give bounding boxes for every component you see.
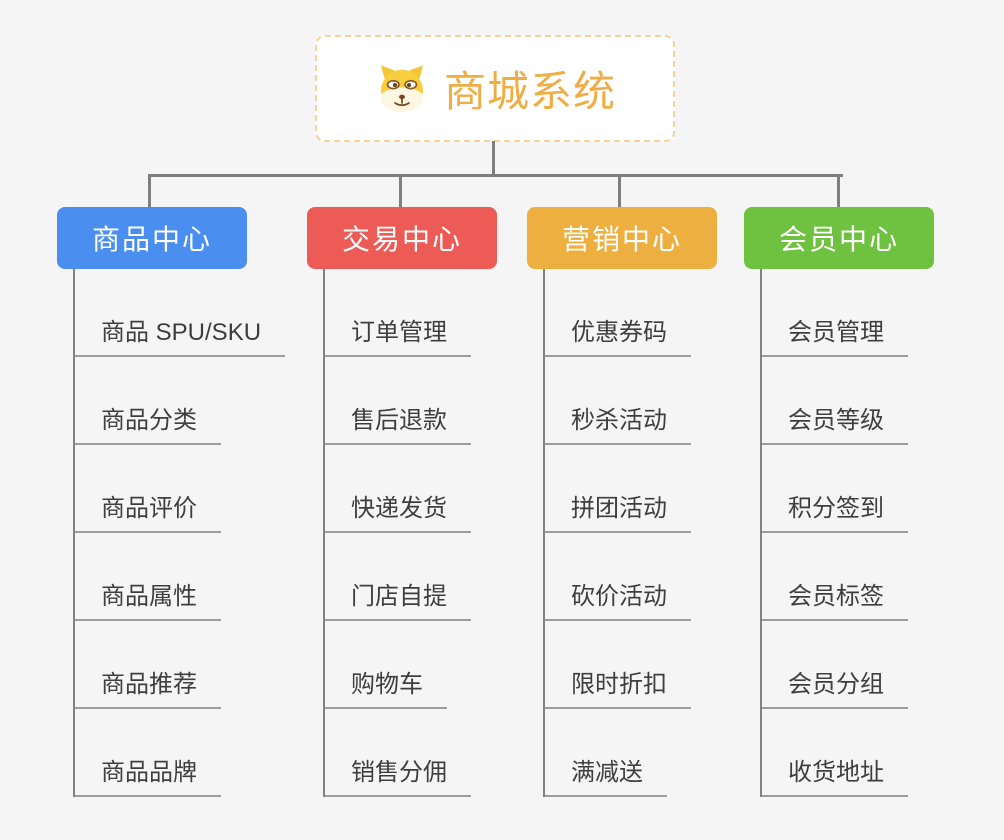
branch-node-label: 商品中心 (91, 224, 212, 255)
branch-item-label[interactable]: 砍价活动 (545, 576, 691, 621)
branch-item-row: 销售分佣 (325, 709, 497, 797)
connector-horizontal (148, 174, 843, 177)
connector-branch-stub (148, 174, 151, 210)
branch-item-row: 售后退款 (325, 357, 497, 445)
branch-item-label[interactable]: 限时折扣 (545, 664, 691, 709)
branch-item-label[interactable]: 商品评价 (75, 488, 221, 533)
branch-item-label[interactable]: 会员标签 (762, 576, 908, 621)
branch-item-list: 商品 SPU/SKU 商品分类商品评价商品属性商品推荐商品品牌 (73, 269, 286, 797)
connector-branch-stub (837, 174, 840, 210)
branch-item-row: 秒杀活动 (545, 357, 717, 445)
branch-item-row: 优惠券码 (545, 269, 717, 357)
branch-item-label[interactable]: 商品 SPU/SKU (75, 312, 286, 357)
branch-item-label[interactable]: 收货地址 (762, 752, 908, 797)
branch-item-row: 限时折扣 (545, 621, 717, 709)
branch-item-row: 会员管理 (762, 269, 934, 357)
branch-column-2: 营销中心 优惠券码秒杀活动拼团活动砍价活动限时折扣满减送 (527, 207, 717, 797)
branch-column-1: 交易中心 订单管理售后退款快递发货门店自提购物车销售分佣 (307, 207, 497, 797)
branch-node[interactable]: 交易中心 (307, 207, 497, 269)
branch-node[interactable]: 营销中心 (527, 207, 717, 269)
branch-item-row: 砍价活动 (545, 533, 717, 621)
branch-item-label[interactable]: 会员分组 (762, 664, 908, 709)
root-node-mall-system[interactable]: 商城系统 (315, 35, 675, 142)
branch-item-row: 商品品牌 (75, 709, 247, 797)
branch-item-label[interactable]: 会员管理 (762, 312, 908, 357)
branch-item-row: 商品属性 (75, 533, 247, 621)
branch-item-label[interactable]: 售后退款 (325, 400, 471, 445)
branch-item-row: 拼团活动 (545, 445, 717, 533)
branch-item-row: 订单管理 (325, 269, 497, 357)
branch-item-row: 购物车 (325, 621, 497, 709)
branch-item-label[interactable]: 商品属性 (75, 576, 221, 621)
branch-column-0: 商品中心 商品 SPU/SKU 商品分类商品评价商品属性商品推荐商品品牌 (57, 207, 286, 797)
branch-item-list: 会员管理会员等级积分签到会员标签会员分组收货地址 (760, 269, 934, 797)
branch-item-row: 商品评价 (75, 445, 247, 533)
branch-item-label[interactable]: 拼团活动 (545, 488, 691, 533)
root-node-title: 商城系统 (443, 68, 616, 115)
branch-item-label[interactable]: 销售分佣 (325, 752, 471, 797)
branch-column-3: 会员中心 会员管理会员等级积分签到会员标签会员分组收货地址 (744, 207, 934, 797)
branch-item-label[interactable]: 门店自提 (325, 576, 471, 621)
branch-item-row: 收货地址 (762, 709, 934, 797)
branch-item-label[interactable]: 秒杀活动 (545, 400, 691, 445)
branch-item-label[interactable]: 优惠券码 (545, 312, 691, 357)
branch-item-row: 快递发货 (325, 445, 497, 533)
branch-item-label[interactable]: 商品品牌 (75, 752, 221, 797)
branch-item-label[interactable]: 积分签到 (762, 488, 908, 533)
branch-item-row: 商品 SPU/SKU (75, 269, 286, 357)
branch-node[interactable]: 会员中心 (744, 207, 934, 269)
branch-node[interactable]: 商品中心 (57, 207, 247, 269)
branch-item-list: 优惠券码秒杀活动拼团活动砍价活动限时折扣满减送 (543, 269, 717, 797)
branch-item-label[interactable]: 快递发货 (325, 488, 471, 533)
branch-item-label[interactable]: 订单管理 (325, 312, 471, 357)
branch-item-label[interactable]: 商品分类 (75, 400, 221, 445)
branch-node-label: 交易中心 (341, 224, 462, 255)
branch-item-row: 商品分类 (75, 357, 247, 445)
branch-item-row: 会员分组 (762, 621, 934, 709)
branch-node-label: 营销中心 (561, 224, 682, 255)
connector-branch-stub (618, 174, 621, 210)
branch-item-label[interactable]: 购物车 (325, 664, 447, 709)
connector-branch-stub (399, 174, 402, 210)
branch-item-row: 满减送 (545, 709, 717, 797)
branch-item-row: 会员标签 (762, 533, 934, 621)
branch-node-label: 会员中心 (778, 224, 899, 255)
branch-item-row: 积分签到 (762, 445, 934, 533)
connector-root-stub (492, 141, 495, 176)
branch-item-row: 门店自提 (325, 533, 497, 621)
branch-item-row: 商品推荐 (75, 621, 247, 709)
branch-item-label[interactable]: 商品推荐 (75, 664, 221, 709)
dog-face-icon (380, 64, 423, 112)
branch-item-row: 会员等级 (762, 357, 934, 445)
branch-item-list: 订单管理售后退款快递发货门店自提购物车销售分佣 (323, 269, 497, 797)
branch-item-label[interactable]: 满减送 (545, 752, 667, 797)
branch-item-label[interactable]: 会员等级 (762, 400, 908, 445)
